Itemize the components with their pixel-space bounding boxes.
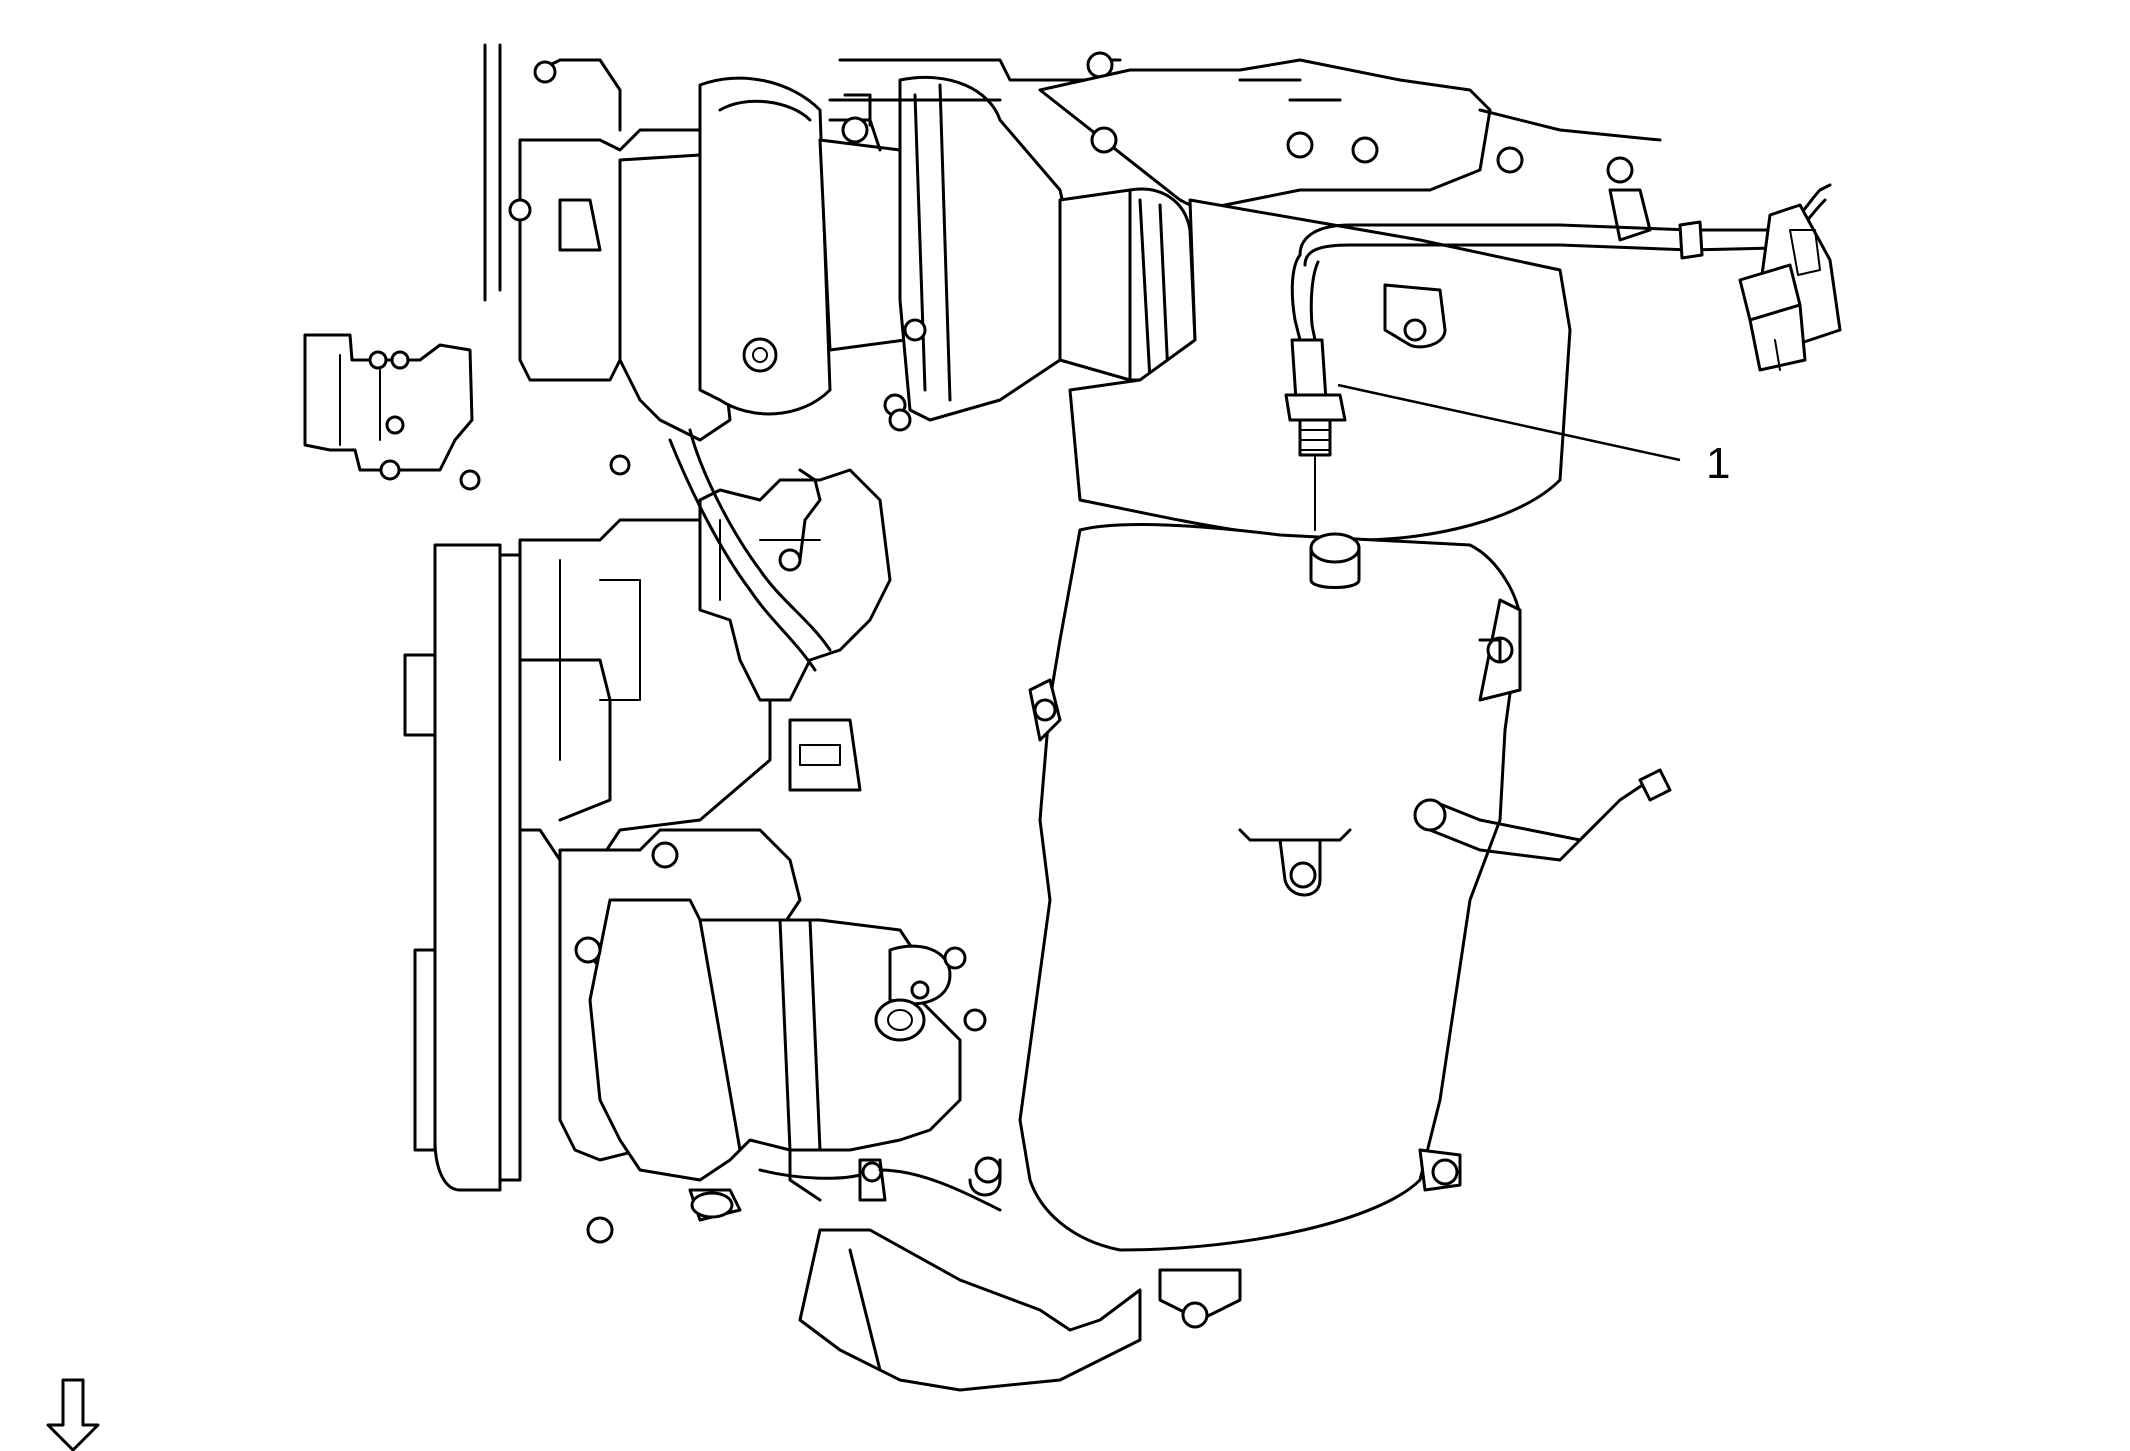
callout-1: 1 [1337,383,1730,488]
exhaust-gas-sensor [1284,338,1347,531]
callout-1-label: 1 [1706,439,1730,488]
sensor-harness [1290,183,1842,372]
dpf-housing [798,198,1672,1392]
direction-arrow-down-icon [46,1378,100,1451]
coolant-pump [574,898,1002,1222]
cylinder-head [1038,58,1662,242]
callout-1-leader [1337,383,1681,462]
turbocharger [618,51,1197,442]
egr-valve [668,428,892,792]
